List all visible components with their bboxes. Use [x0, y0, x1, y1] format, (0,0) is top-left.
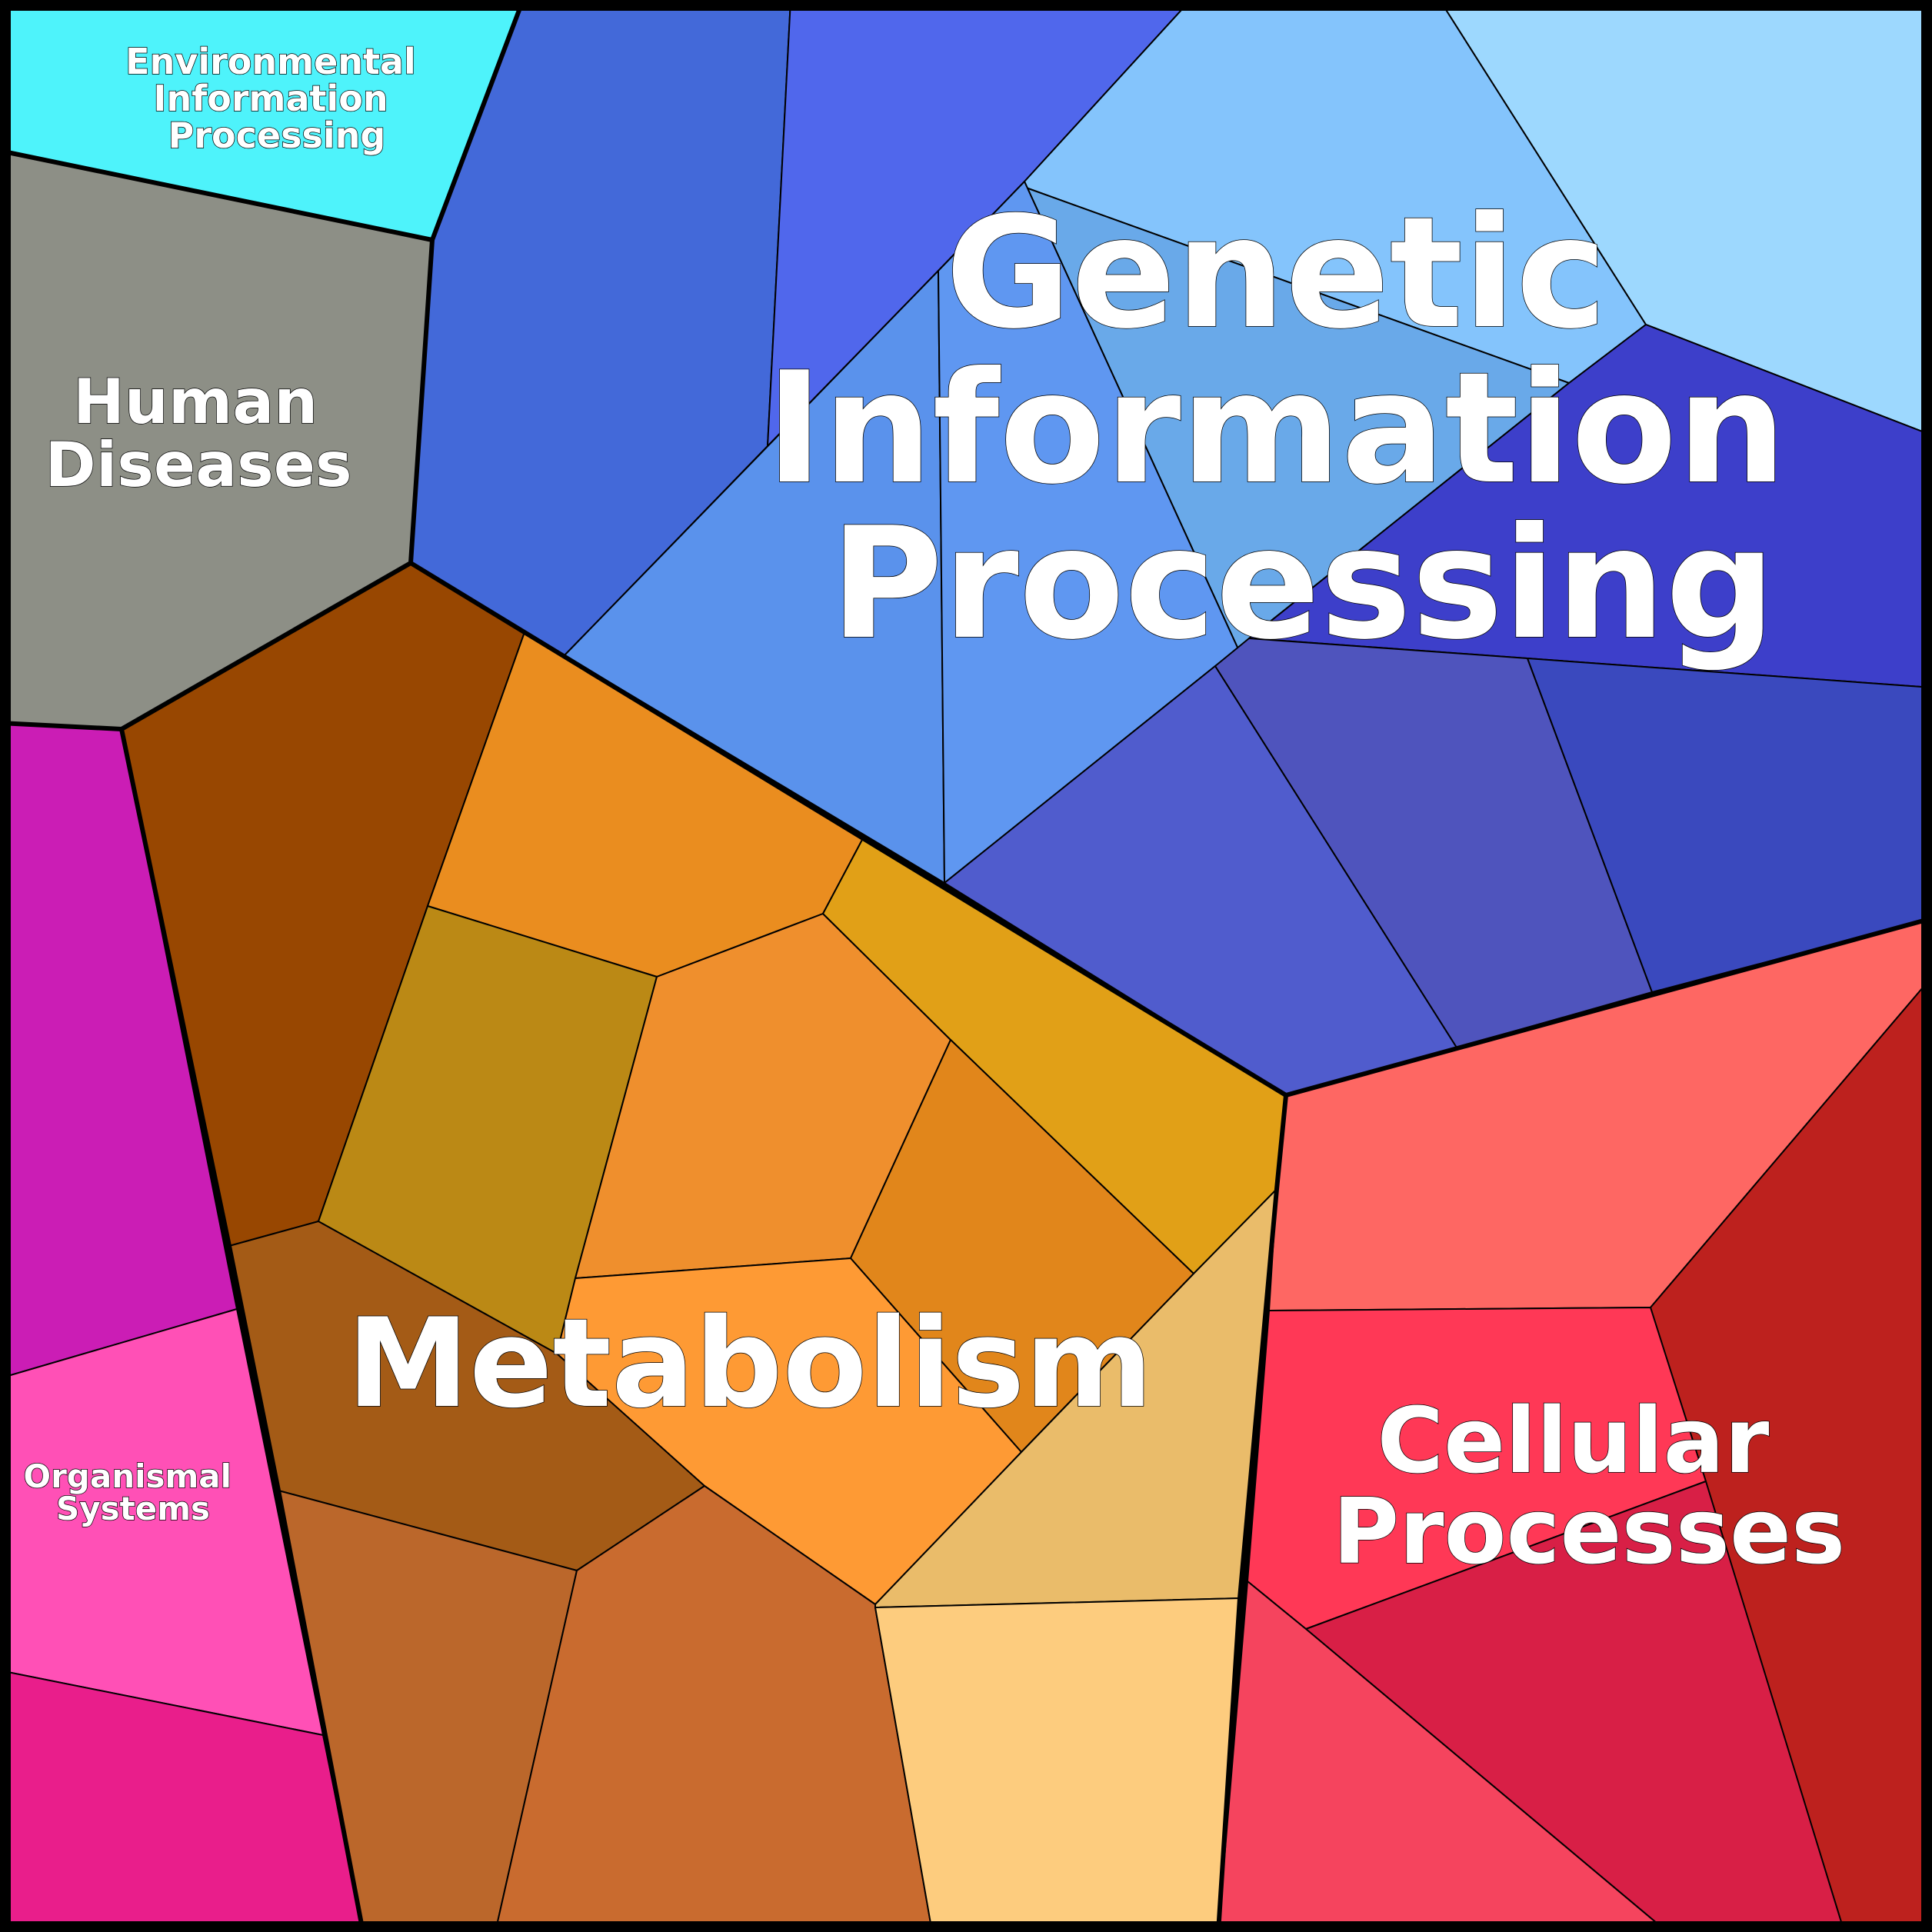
cell-genetic-4	[1439, 0, 1932, 436]
label-organismal-systems: Organismal Systems	[23, 1457, 242, 1527]
cell-metabolism-12	[874, 1597, 1241, 1932]
label-cellular-processes: Cellular Processes	[1333, 1387, 1845, 1584]
label-metabolism: Metabolism	[347, 1291, 1153, 1435]
label-environmental-information-processing: Environmental Information Processing	[125, 41, 428, 156]
cell-organismal-3	[0, 1670, 364, 1932]
label-human-diseases: Human Diseases	[45, 366, 351, 501]
cell-genetic-11	[1527, 658, 1932, 993]
cell-cellular-2	[1650, 976, 1932, 1932]
label-genetic-information-processing: Genetic Information Processing	[766, 184, 1840, 674]
